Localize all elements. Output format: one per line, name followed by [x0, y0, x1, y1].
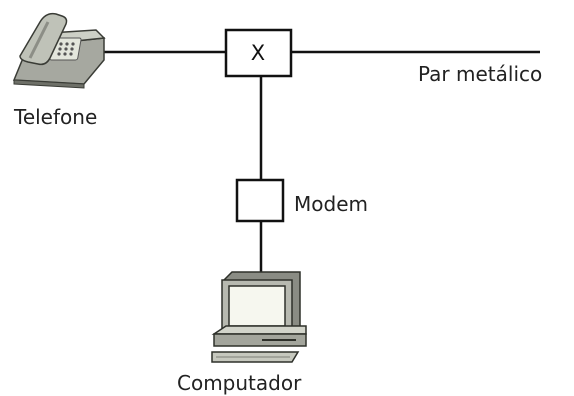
metallic-pair-label: Par metálico [418, 62, 542, 86]
junction-label: X [251, 41, 265, 65]
modem-box [235, 178, 285, 223]
telephone-icon [12, 12, 106, 89]
junction-box: X [224, 28, 293, 78]
computer-icon [211, 271, 307, 363]
modem-label: Modem [294, 192, 368, 216]
telephone-label: Telefone [13, 105, 97, 129]
computer-label: Computador [177, 371, 302, 395]
